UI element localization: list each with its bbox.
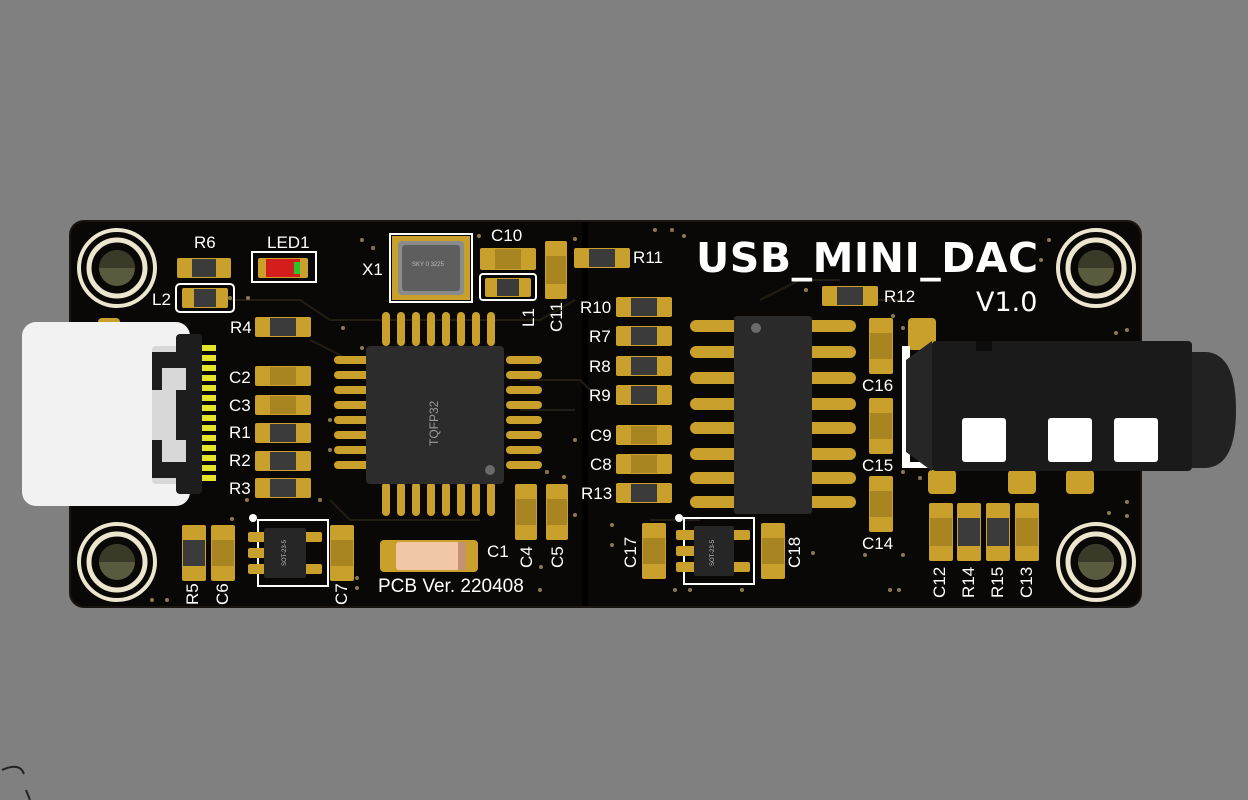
label-r15: R15 [988,566,1007,598]
label-c5: C5 [548,546,567,568]
board-version: V1.0 [976,287,1038,318]
label-r9: R9 [589,386,611,405]
label-r3: R3 [229,479,251,498]
label-c16: C16 [862,376,894,395]
mcu-tqfp32 [334,312,542,516]
corner-arrow-mark [1,765,31,800]
regulator-right [675,514,755,585]
pcb-version: PCB Ver. 220408 [378,576,524,597]
label-x1: X1 [362,260,383,279]
label-r5: R5 [183,583,202,605]
board-title: USB_MINI_DAC [696,234,1039,282]
label-c8: C8 [590,455,612,474]
usb-c-connector [22,318,216,506]
label-c18: C18 [785,536,804,568]
label-r2: R2 [229,451,251,470]
vias [79,228,1131,602]
audio-jack [902,318,1236,494]
label-c15: C15 [862,456,894,475]
label-c9: C9 [590,426,612,445]
label-r8: R8 [589,357,611,376]
crystal-marking: SKY 0 3225 [412,262,444,268]
vertical-passives [182,241,1039,581]
label-c3: C3 [229,396,251,415]
label-r11: R11 [633,248,663,267]
label-led1: LED1 [267,233,310,252]
cap-c1 [380,540,478,572]
label-c7: C7 [332,583,351,605]
label-r7: R7 [589,327,611,346]
mounting-holes [77,228,1136,602]
label-c14: C14 [862,534,894,553]
label-r14: R14 [959,566,978,598]
label-c11: C11 [547,302,566,332]
label-c17: C17 [621,536,640,568]
horizontal-passives [175,248,878,503]
regulator-left [248,514,329,587]
label-c2: C2 [229,368,251,387]
label-c12: C12 [930,566,949,598]
label-l1: L1 [519,308,538,327]
label-l2: L2 [152,290,171,309]
label-c4: C4 [517,546,536,568]
traces [230,279,900,521]
crystal-x1 [389,233,473,303]
label-c6: C6 [213,583,232,605]
label-c10: C10 [491,226,523,245]
label-c13: C13 [1017,566,1036,598]
label-r1: R1 [229,423,251,442]
label-c1: C1 [487,542,509,561]
label-r13: R13 [581,484,613,503]
reg-left-marking: SOT-23-5 [282,539,288,566]
reg-right-marking: SOT-23-5 [710,539,716,566]
label-r6: R6 [194,233,216,252]
dac-soic16 [690,316,856,514]
mcu-marking: TQFP32 [427,400,441,446]
label-r12: R12 [884,287,916,306]
label-r10: R10 [580,298,612,317]
label-r4: R4 [230,318,252,337]
